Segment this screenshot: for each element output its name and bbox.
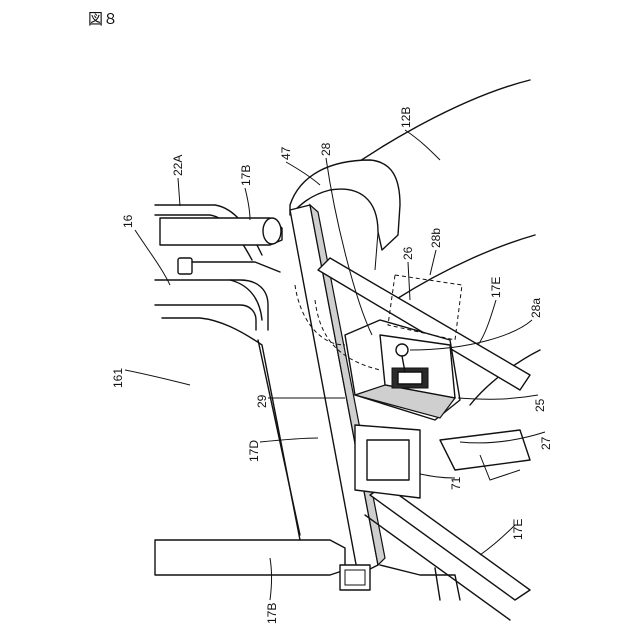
bracket-71-panel (367, 440, 409, 480)
rail-17B-bottom (155, 540, 345, 575)
label-71: 71 (449, 476, 463, 490)
handle-bar-curve (230, 280, 262, 320)
leader-161 (125, 370, 190, 385)
rail-17B-end (263, 218, 281, 244)
label-25: 25 (533, 398, 547, 412)
label-16: 16 (121, 214, 135, 228)
leader-26 (408, 262, 410, 300)
label-17E-upper: 17E (489, 277, 503, 298)
label-17B-bottom: 17B (265, 603, 279, 624)
leader-17E-upper (478, 300, 496, 345)
leader-17E-lower (480, 525, 515, 555)
label-161: 161 (111, 368, 125, 388)
inner-body-curve (395, 235, 535, 300)
label-12B: 12B (399, 107, 413, 128)
floor-frame-161b (258, 340, 300, 535)
leader-17D (260, 438, 318, 442)
label-26: 26 (401, 246, 415, 260)
lower-strut (380, 565, 460, 600)
label-29: 29 (255, 394, 269, 408)
seat-cushion-edge (375, 232, 378, 270)
leader-12B (405, 130, 440, 160)
leader-25 (458, 395, 538, 399)
knob-28a (396, 344, 408, 356)
label-28b: 28b (429, 228, 443, 248)
label-17D: 17D (247, 440, 261, 462)
leader-17B-top (245, 188, 250, 220)
crossbar-17E-lower (370, 485, 530, 600)
label-17B-top: 17B (239, 165, 253, 186)
rail-27 (440, 430, 530, 470)
label-28a: 28a (529, 298, 543, 318)
label-27: 27 (539, 436, 553, 450)
leader-28b (430, 250, 436, 275)
lever-box-inner (398, 372, 422, 384)
lower-strut-2 (435, 568, 440, 600)
label-22A: 22A (171, 155, 185, 176)
grip (178, 258, 192, 274)
label-28: 28 (319, 142, 333, 156)
grip-cable (192, 262, 280, 272)
label-47: 47 (279, 146, 293, 160)
leader-22A (178, 178, 180, 206)
floor-frame-161 (162, 318, 300, 540)
label-17E-lower: 17E (511, 519, 525, 540)
